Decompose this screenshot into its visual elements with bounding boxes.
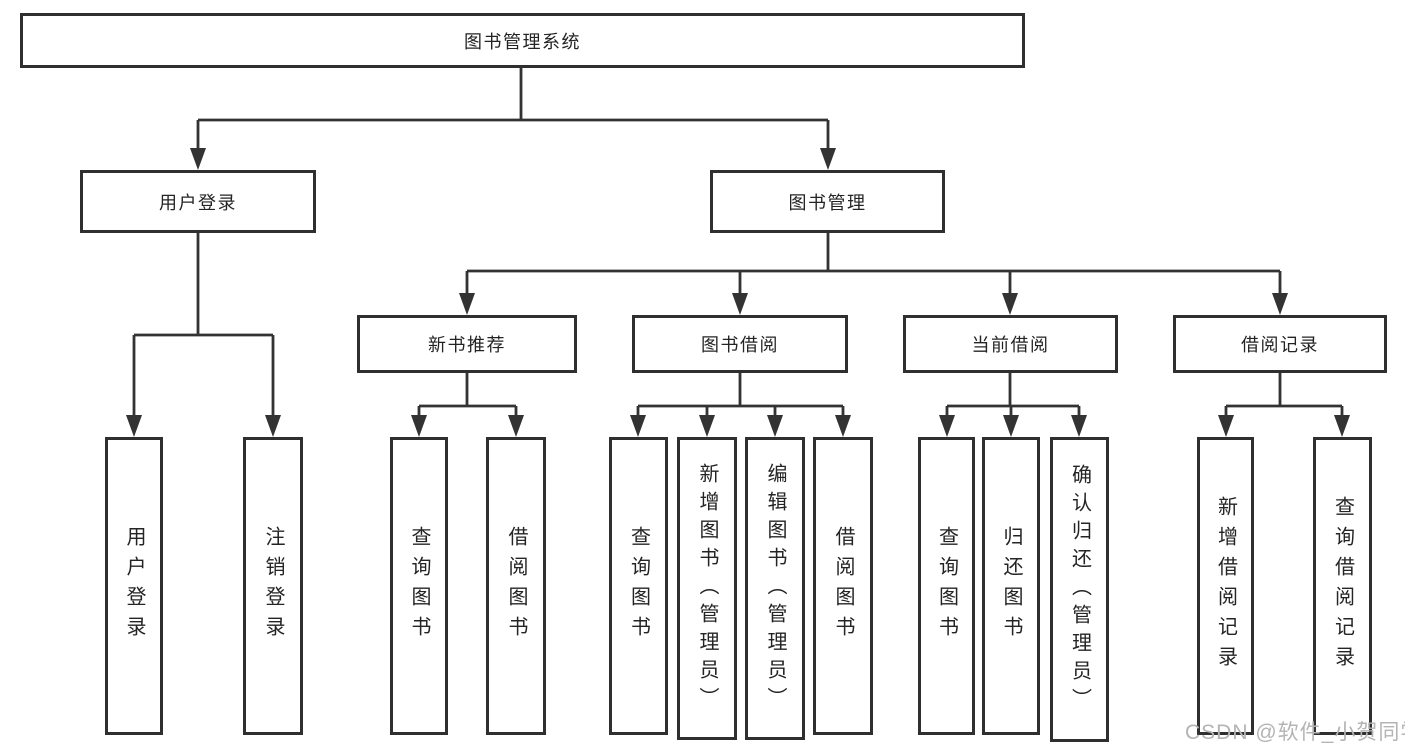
leaf-borrowing-edit-books-admin: 编辑图书（管理员） — [745, 437, 805, 740]
node-user-login: 用户登录 — [80, 170, 316, 233]
leaf-user-login: 用户登录 — [105, 437, 163, 735]
leaf-recommend-query-books: 查询图书 — [390, 437, 448, 735]
leaf-borrowing-add-books-admin: 新增图书（管理员） — [677, 437, 737, 740]
leaf-logout: 注销登录 — [243, 437, 303, 735]
leaf-borrowing-borrow-books: 借阅图书 — [813, 437, 873, 735]
node-book-management: 图书管理 — [710, 170, 945, 233]
node-book-borrowing: 图书借阅 — [632, 315, 848, 373]
leaf-current-return-books: 归还图书 — [982, 437, 1040, 735]
leaf-records-query-borrow-record: 查询借阅记录 — [1313, 437, 1372, 735]
node-book-management-system: 图书管理系统 — [20, 13, 1025, 68]
leaf-borrowing-query-books: 查询图书 — [609, 437, 668, 735]
node-new-book-recommendation: 新书推荐 — [357, 315, 577, 373]
watermark-text: CSDN @软件_小贺同学 — [1185, 721, 1405, 744]
leaf-records-add-borrow-record: 新增借阅记录 — [1197, 437, 1254, 735]
node-borrowing-records: 借阅记录 — [1173, 315, 1387, 373]
leaf-current-confirm-return-admin: 确认归还（管理员） — [1050, 437, 1109, 742]
leaf-current-query-books: 查询图书 — [918, 437, 975, 735]
leaf-recommend-borrow-books: 借阅图书 — [486, 437, 546, 735]
node-current-borrowing: 当前借阅 — [903, 315, 1118, 373]
